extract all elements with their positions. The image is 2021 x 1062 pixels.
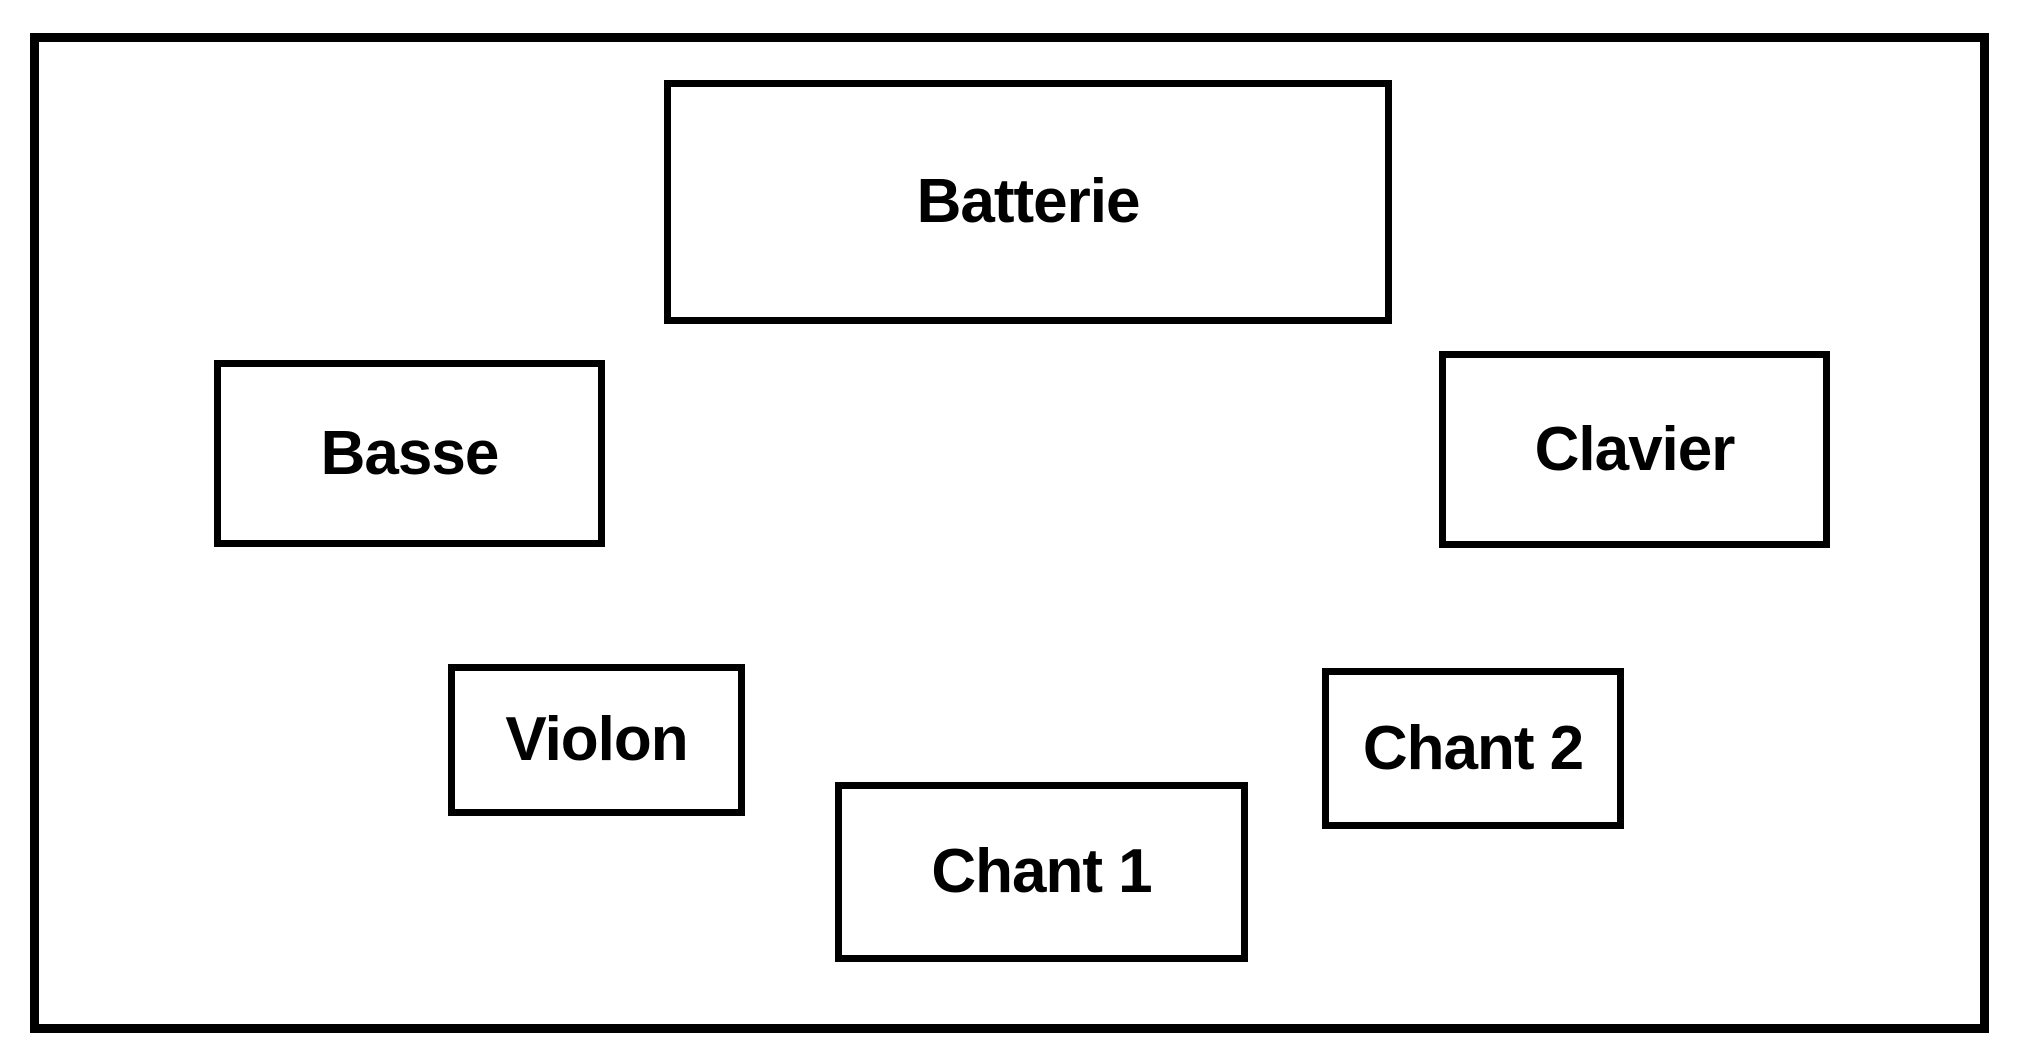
box-chant-1: Chant 1	[835, 782, 1248, 962]
stage-outline: Batterie Basse Clavier Violon Chant 1 Ch…	[30, 33, 1989, 1033]
box-batterie-label: Batterie	[916, 167, 1141, 236]
box-basse-label: Basse	[320, 418, 500, 488]
box-chant-2-label: Chant 2	[1362, 713, 1584, 783]
box-violon-label: Violon	[505, 705, 688, 774]
box-chant-2: Chant 2	[1322, 668, 1624, 829]
box-basse: Basse	[214, 360, 605, 547]
box-clavier-label: Clavier	[1534, 414, 1736, 484]
box-clavier: Clavier	[1439, 351, 1830, 548]
box-violon: Violon	[448, 664, 745, 816]
box-batterie: Batterie	[664, 80, 1392, 324]
box-chant-1-label: Chant 1	[931, 837, 1152, 906]
